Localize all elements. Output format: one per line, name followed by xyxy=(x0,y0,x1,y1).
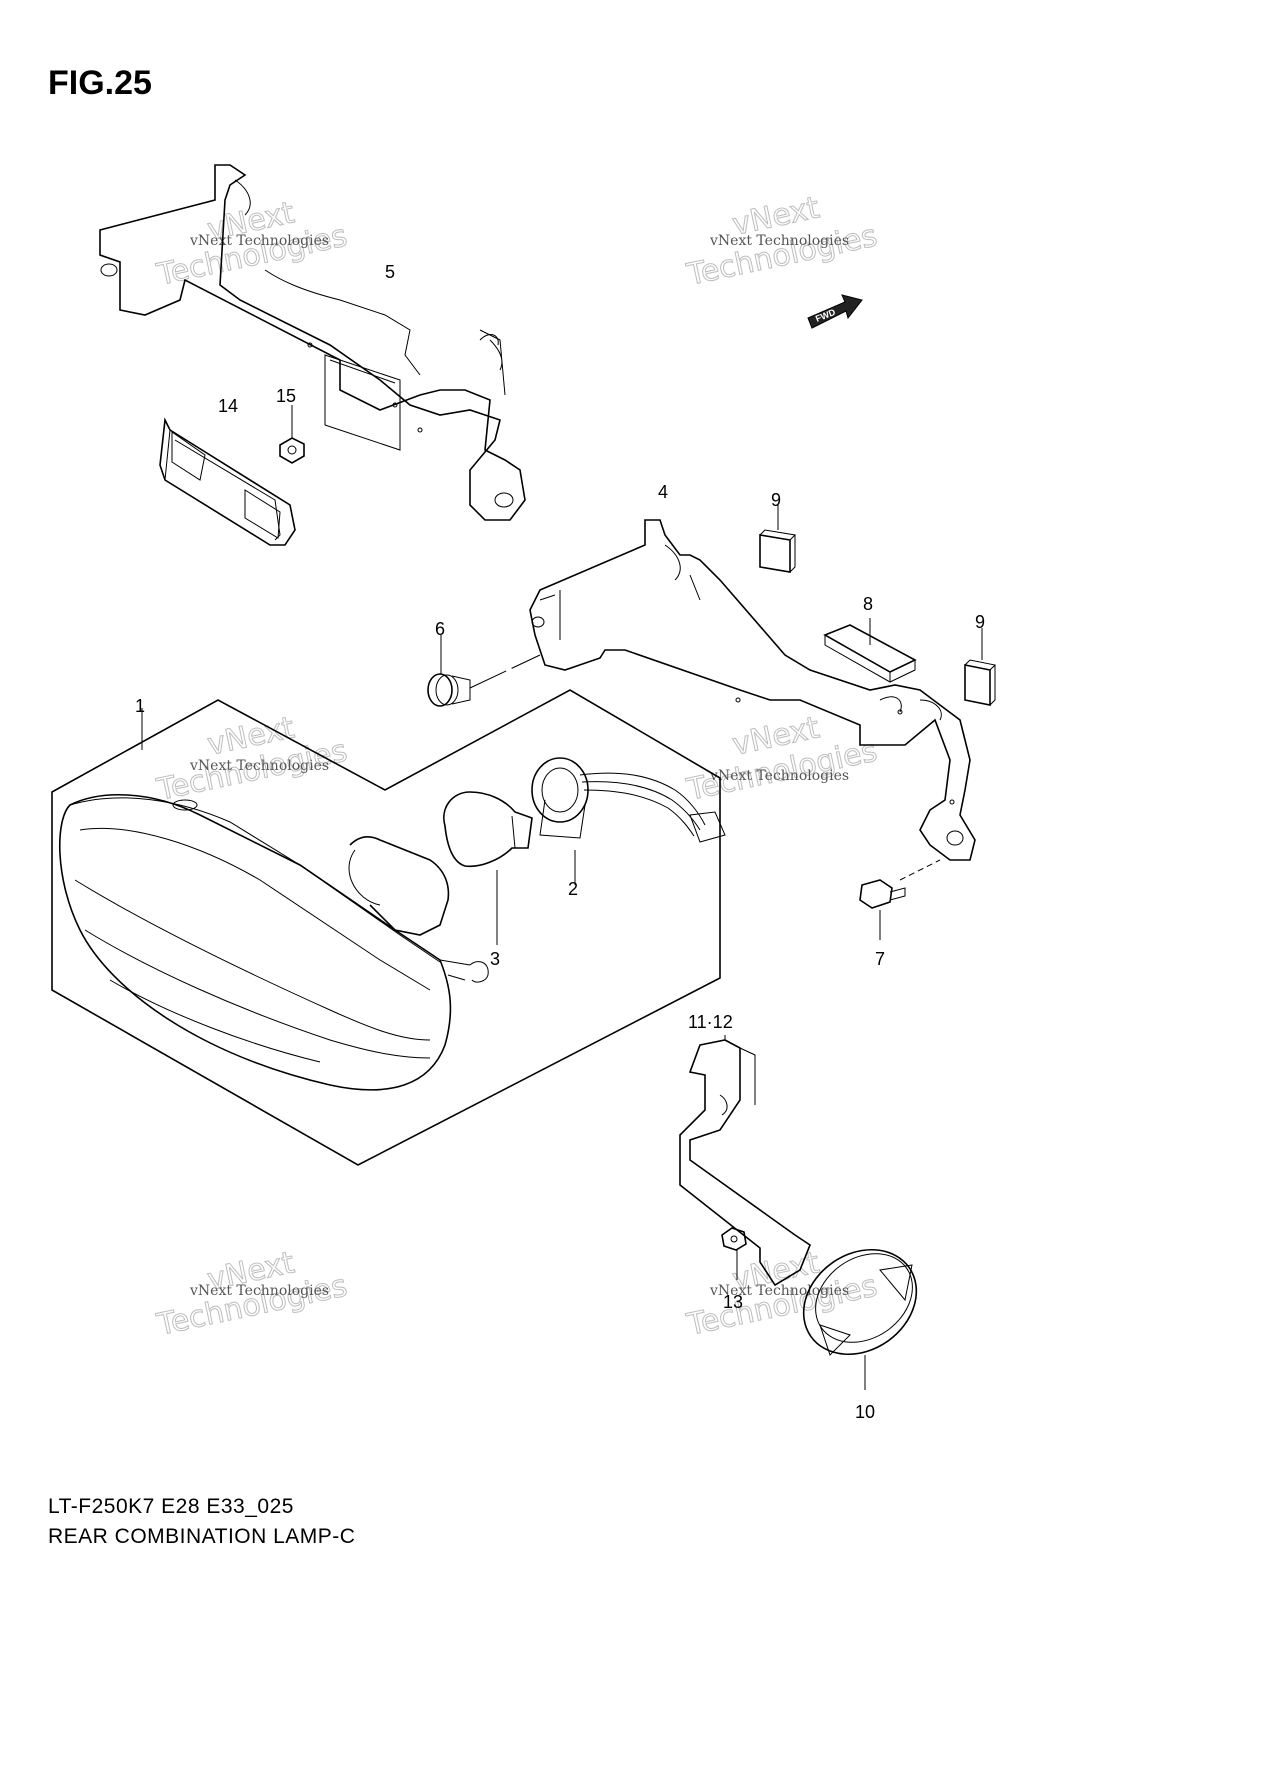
nut-part13 xyxy=(721,1227,747,1280)
bracket-upper-part5 xyxy=(99,164,526,521)
watermark-text-small: vNext Technologies xyxy=(189,758,329,774)
fwd-arrow: FWD xyxy=(807,294,863,329)
model-code-caption: LT-F250K7 E28 E33_025 xyxy=(48,1495,294,1518)
figure-title: FIG.25 xyxy=(48,64,152,102)
callout-2: 2 xyxy=(568,879,578,899)
assembly-name-caption: REAR COMBINATION LAMP-C xyxy=(48,1525,356,1548)
callout-13: 13 xyxy=(723,1292,743,1312)
callout-10: 10 xyxy=(855,1402,875,1422)
watermark-text-small: vNext Technologies xyxy=(709,768,849,784)
bolt-part7 xyxy=(859,859,941,940)
watermark-text-small: vNext Technologies xyxy=(709,233,849,249)
pad-part9-upper xyxy=(759,505,797,573)
callout-4: 4 xyxy=(658,482,668,502)
callout-11-12: 11·12 xyxy=(688,1012,733,1032)
callout-8: 8 xyxy=(863,594,873,614)
callout-7: 7 xyxy=(875,949,885,969)
bracket-lower-part4 xyxy=(529,519,976,861)
socket-harness-part2 xyxy=(531,757,726,885)
watermark-top-right: Technologies vNext vNext Technologies xyxy=(683,190,881,294)
bulb-part3 xyxy=(443,791,533,945)
pad-part9-lower xyxy=(964,628,997,706)
reflector-round-part10 xyxy=(802,1248,918,1390)
watermark-mid-right: Technologies vNext vNext Technologies xyxy=(683,710,881,809)
lamp-assembly-part1 xyxy=(51,689,721,1166)
strip-part8 xyxy=(823,618,917,683)
callout-3: 3 xyxy=(490,949,500,969)
callout-9-upper: 9 xyxy=(771,490,781,510)
watermark-top-left: Technologies vNext vNext Technologies xyxy=(153,195,351,294)
nut-part15 xyxy=(279,405,305,464)
callout-6: 6 xyxy=(435,619,445,639)
watermark-text-small: vNext Technologies xyxy=(189,233,329,249)
watermark-mid-left: Technologies vNext vNext Technologies xyxy=(153,710,351,809)
watermark-text-small: vNext Technologies xyxy=(709,1283,849,1299)
callout-1: 1 xyxy=(135,696,145,716)
callout-15: 15 xyxy=(276,386,296,406)
watermark-text-small: vNext Technologies xyxy=(189,1283,329,1299)
callout-5: 5 xyxy=(385,262,395,282)
grommet-part6 xyxy=(427,635,541,707)
watermark-bottom-left: Technologies vNext vNext Technologies xyxy=(153,1245,351,1344)
callout-14: 14 xyxy=(218,396,238,416)
reflector-bracket-part11-12 xyxy=(679,1035,811,1287)
callout-9-lower: 9 xyxy=(975,612,985,632)
reflector-rectangular-part14 xyxy=(159,417,296,546)
